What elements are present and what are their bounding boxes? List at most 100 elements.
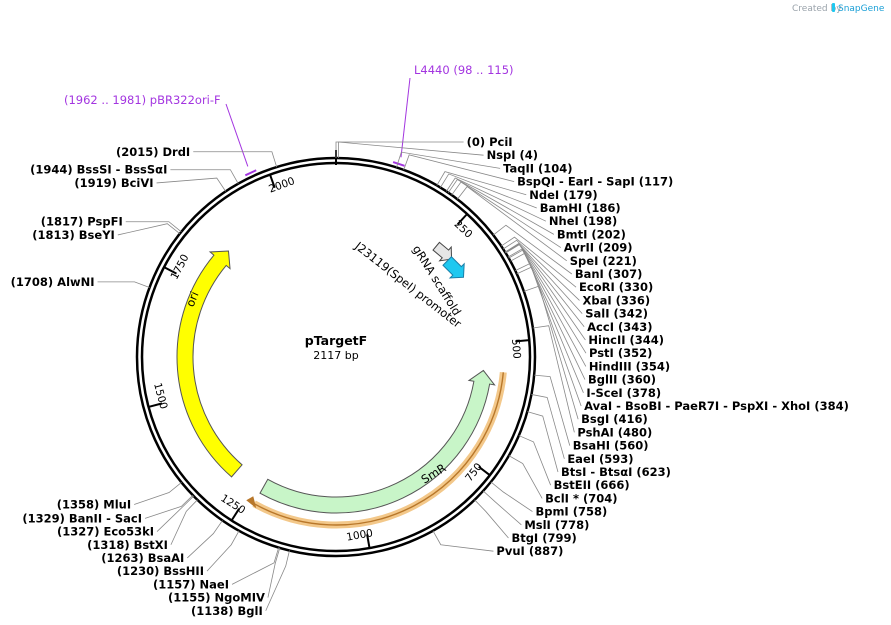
restriction-site-label: HindIII (354) xyxy=(589,359,670,373)
plasmid-name: pTargetF xyxy=(305,333,367,348)
position-tick xyxy=(269,174,276,189)
plasmid-size: 2117 bp xyxy=(313,349,358,362)
site-leader-line xyxy=(337,141,484,159)
restriction-site-label: BanI (307) xyxy=(575,267,643,281)
site-leader-line xyxy=(187,520,223,559)
position-tick xyxy=(456,213,468,225)
site-leader-line xyxy=(231,547,280,585)
restriction-site-label: (1230) BssHII xyxy=(117,564,204,578)
position-tick-label: 500 xyxy=(509,338,523,359)
restriction-site-label: AccI (343) xyxy=(587,320,652,334)
restriction-site-label: (1813) BseYI xyxy=(32,228,115,242)
restriction-site-label: HincII (344) xyxy=(588,333,664,347)
restriction-site-label: BstEII (666) xyxy=(554,478,630,492)
restriction-site-label: PshAI (480) xyxy=(577,425,652,439)
created-by-text: Created by xyxy=(792,4,842,14)
restriction-site-label: EcoRI (330) xyxy=(579,280,653,294)
site-leader-line xyxy=(170,499,198,545)
restriction-site-label: SalI (342) xyxy=(585,307,648,321)
restriction-site-label: BsaHI (560) xyxy=(573,439,649,453)
site-leader-line xyxy=(527,411,559,473)
site-leader-line xyxy=(170,169,239,184)
restriction-site-label: XbaI (336) xyxy=(583,293,651,307)
site-leader-line xyxy=(508,249,587,367)
restriction-site-label: NspI (4) xyxy=(487,148,539,162)
primer-mark xyxy=(392,161,405,167)
site-leader-line xyxy=(507,248,587,354)
site-leader-line xyxy=(144,494,194,519)
site-leader-line xyxy=(97,281,150,288)
site-leader-line xyxy=(490,481,533,512)
restriction-site-label: AvaI - BsoBI - PaeR7I - PspXI - XhoI (38… xyxy=(584,399,849,413)
restriction-site-label: BmtI (202) xyxy=(557,227,626,241)
restriction-site-label: (1138) BglI xyxy=(191,604,263,618)
primer-leader xyxy=(400,77,411,158)
site-leader-line xyxy=(451,181,562,248)
site-leader-line xyxy=(193,151,278,168)
site-leader-line xyxy=(505,243,585,328)
site-leader-line xyxy=(206,530,240,572)
restriction-site-label: NheI (198) xyxy=(549,214,617,228)
position-tick xyxy=(148,402,163,408)
primer-label-l4440: L4440 (98 .. 115) xyxy=(414,63,514,77)
restriction-site-label: (2015) DrdI xyxy=(116,145,190,159)
restriction-site-label: PstI (352) xyxy=(589,346,652,360)
primer-label-pbr322ori-f: (1962 .. 1981) pBR322ori-F xyxy=(64,93,221,107)
site-leader-line xyxy=(515,263,584,393)
restriction-site-label: AvrII (209) xyxy=(564,241,633,255)
site-leader-line xyxy=(445,177,547,222)
primer-mark xyxy=(244,169,257,177)
site-leader-line xyxy=(335,141,464,158)
restriction-site-label: BsgI (416) xyxy=(581,412,648,426)
snapgene-logo-icon xyxy=(832,3,835,12)
site-leader-line xyxy=(440,173,537,209)
restriction-site-label: (1263) BsaAI xyxy=(101,551,184,565)
restriction-site-label: MslI (778) xyxy=(524,518,589,532)
restriction-site-label: I-SceI (378) xyxy=(586,386,661,400)
site-leader-line xyxy=(156,177,227,192)
site-leader-line xyxy=(265,550,290,611)
restriction-site-label: (1919) BciVI xyxy=(74,176,153,190)
restriction-site-label: BtgI (799) xyxy=(511,531,576,545)
restriction-site-label: BpmI (758) xyxy=(535,505,607,519)
restriction-site-label: (0) PciI xyxy=(467,135,513,149)
site-leader-line xyxy=(267,547,281,598)
restriction-site-label: (1318) BstXI xyxy=(87,538,168,552)
restriction-site-label: (1708) AlwNI xyxy=(11,275,95,289)
restriction-site-label: (1327) Eco53kI xyxy=(57,525,154,539)
site-leader-line xyxy=(534,374,571,446)
feature-label-ori: ori xyxy=(183,289,202,308)
restriction-site-label: BamHI (186) xyxy=(540,201,621,215)
position-tick xyxy=(478,465,491,476)
site-leader-line xyxy=(447,178,555,235)
restriction-site-label: BspQI - EarI - SapI (117) xyxy=(517,175,673,189)
site-leader-line xyxy=(508,455,543,499)
primer-leader xyxy=(225,103,249,167)
site-leader-line xyxy=(457,186,567,262)
restriction-site-label: BclI * (704) xyxy=(545,491,617,505)
site-leader-line xyxy=(531,394,565,459)
position-tick xyxy=(366,534,371,549)
site-leader-line xyxy=(474,499,509,539)
position-tick-label: 1000 xyxy=(346,527,374,543)
restriction-site-label: (1155) NgoMIV xyxy=(168,591,265,605)
restriction-site-label: (1329) BanII - SacI xyxy=(22,511,142,525)
smr-highlight-line xyxy=(253,372,504,526)
site-leader-line xyxy=(156,495,194,532)
site-leader-line xyxy=(518,435,551,486)
feature-smr-arrow xyxy=(259,369,496,514)
site-leader-line xyxy=(482,490,522,526)
primer-layer: L4440 (98 .. 115) (1962 .. 1981) pBR322or… xyxy=(64,63,514,177)
position-tick-label: 1750 xyxy=(169,252,192,281)
site-leader-line xyxy=(502,239,580,301)
site-leader-line xyxy=(432,530,494,552)
restriction-site-label: NdeI (179) xyxy=(529,188,597,202)
restriction-site-label: BglII (360) xyxy=(588,373,656,387)
restriction-site-label: SpeI (221) xyxy=(570,254,637,268)
position-tick xyxy=(163,266,177,275)
restriction-site-label: PvuI (887) xyxy=(496,544,563,558)
restriction-site-label: TaqII (104) xyxy=(503,161,572,175)
restriction-site-label: (1358) MluI xyxy=(57,498,131,512)
site-leader-line xyxy=(504,243,583,314)
